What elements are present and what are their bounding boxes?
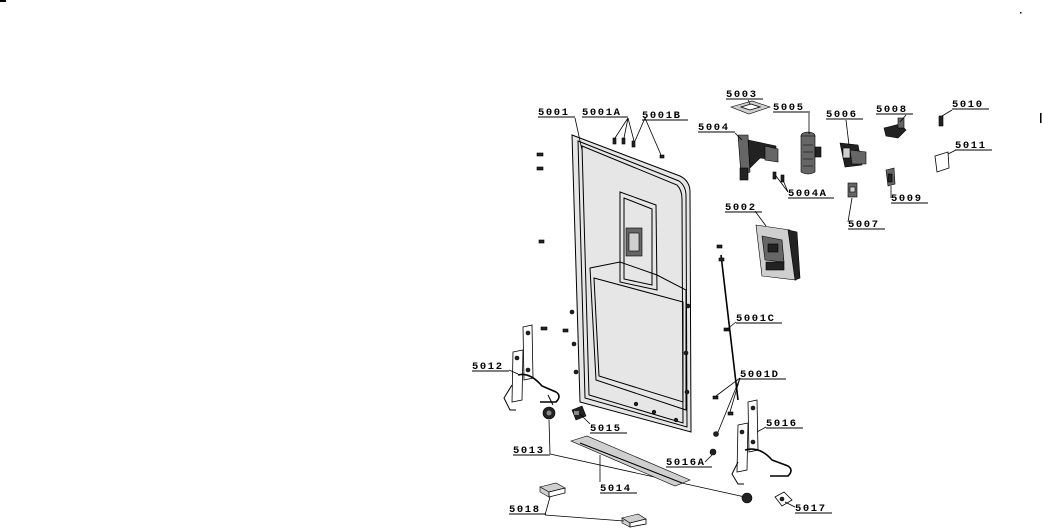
label-5012: 5012 — [472, 361, 504, 373]
plate-5011-part — [934, 151, 950, 173]
label-5007: 5007 — [848, 219, 880, 231]
label-5004: 5004 — [698, 122, 730, 134]
part-5007 — [847, 182, 858, 198]
bracket-5004-part — [737, 134, 779, 181]
label-5013: 5013 — [513, 445, 545, 457]
label-5016a: 5016A — [666, 457, 706, 469]
pins-5004a — [772, 171, 785, 183]
label-5001b: 5001B — [642, 110, 682, 122]
part-5016a — [709, 448, 717, 456]
label-5010: 5010 — [952, 99, 984, 111]
label-5015: 5015 — [590, 423, 622, 435]
part-5017 — [741, 491, 793, 507]
label-5014: 5014 — [600, 483, 632, 495]
part-labels: 5001 5001A 5001B 5003 5005 5006 5008 501… — [472, 89, 992, 516]
dot-mark — [1020, 12, 1022, 14]
label-5002: 5002 — [725, 202, 757, 214]
label-5003: 5003 — [726, 89, 758, 101]
part-5010 — [938, 115, 944, 127]
label-5017: 5017 — [795, 503, 827, 515]
label-5009: 5009 — [891, 193, 923, 205]
door-inner-panel-part — [569, 134, 692, 433]
label-5008: 5008 — [876, 104, 908, 116]
part-5009 — [885, 167, 896, 187]
label-5001a: 5001A — [582, 107, 622, 119]
label-5001d: 5001D — [740, 369, 780, 381]
module-5002-part — [755, 224, 801, 281]
plate-5003-part — [730, 100, 771, 115]
side-rod-part — [712, 244, 739, 437]
part-5006 — [839, 142, 867, 168]
label-5005: 5005 — [773, 102, 805, 114]
label-5001c: 5001C — [736, 313, 776, 325]
cylinder-5005-part — [800, 131, 822, 175]
blocks-5018-part — [539, 482, 647, 528]
label-5006: 5006 — [826, 109, 858, 121]
label-5011: 5011 — [955, 140, 987, 152]
label-5018: 5018 — [509, 504, 541, 516]
screws-5001a-5001b — [612, 137, 665, 159]
edge-mark — [1040, 113, 1042, 123]
left-hinge-5012-part — [503, 324, 560, 411]
label-5004a: 5004A — [788, 188, 828, 200]
loose-screws — [536, 152, 569, 333]
bottom-strip-5014-part — [570, 435, 691, 487]
label-5016: 5016 — [766, 418, 798, 430]
label-5001: 5001 — [538, 107, 570, 119]
gear-5013-part — [542, 406, 556, 420]
corner-mark — [0, 0, 6, 2]
part-5008 — [883, 117, 907, 139]
right-hinge-5016-part — [731, 399, 792, 485]
